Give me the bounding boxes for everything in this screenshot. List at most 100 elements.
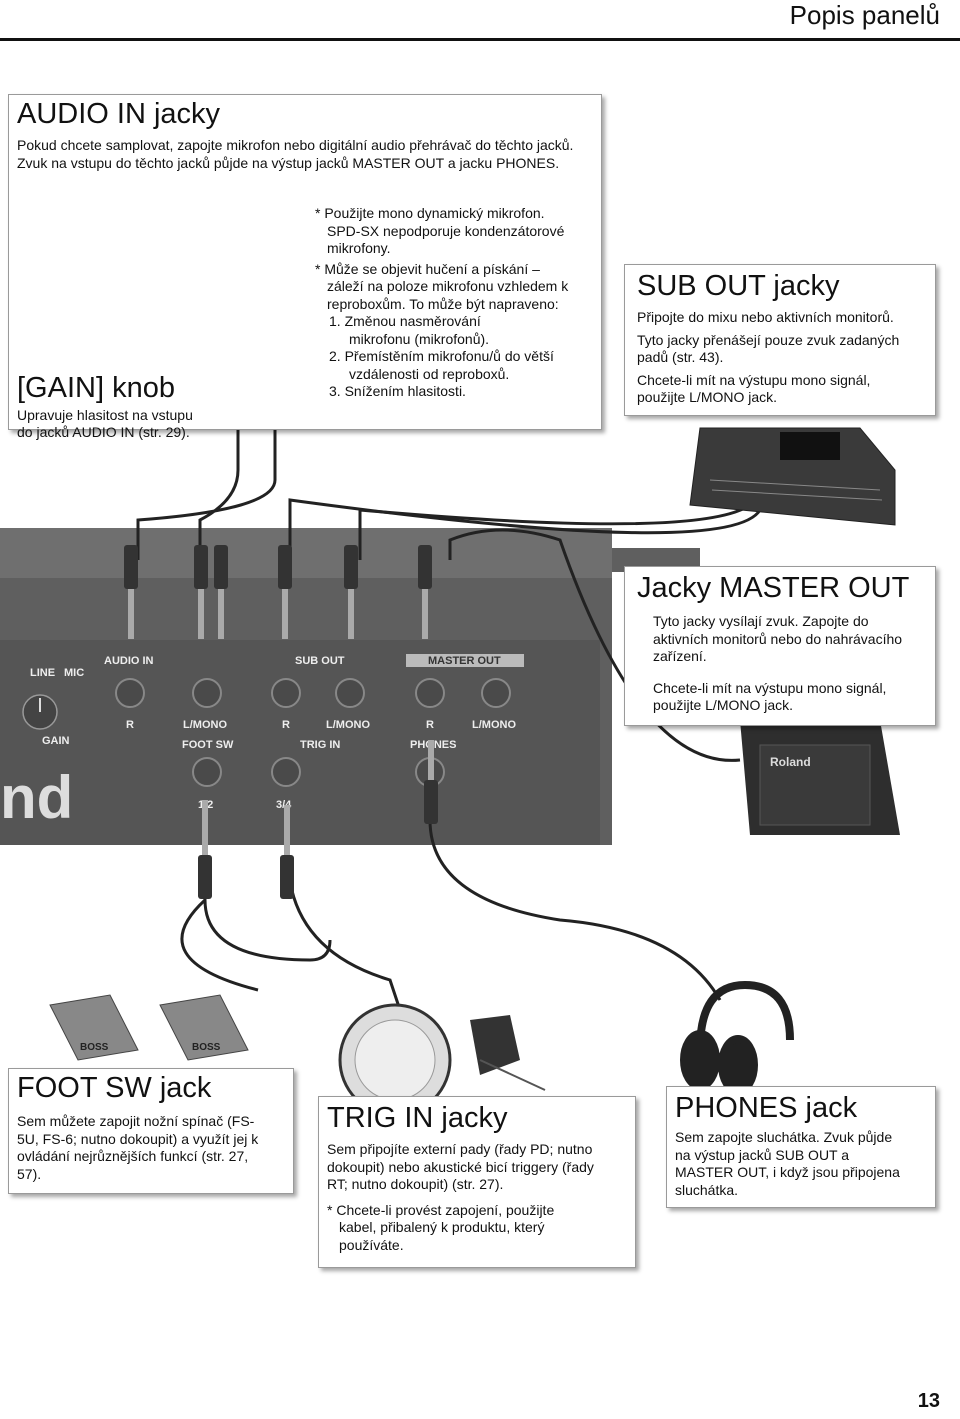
- master-out-r-jack: [415, 678, 445, 708]
- gain-line: do jacků AUDIO IN (str. 29).: [17, 424, 190, 440]
- note-line: * Může se objevit hučení a pískání –: [315, 260, 540, 277]
- phones-line: na výstup jacků SUB OUT a: [675, 1146, 850, 1163]
- sub-out-title: SUB OUT jacky: [637, 270, 840, 302]
- master-out-line: použijte L/MONO jack.: [653, 697, 794, 713]
- trig-in-panel: TRIG IN jacky Sem připojíte externí pady…: [318, 1096, 636, 1268]
- fix-line: 1. Změnou nasměrování: [329, 313, 481, 329]
- label-gain: GAIN: [42, 735, 70, 747]
- cable-trig: [286, 859, 402, 1011]
- label-lmono3: L/MONO: [472, 719, 516, 731]
- audio-in-panel: AUDIO IN jacky Pokud chcete samplovat, z…: [8, 94, 602, 440]
- sub-out-line: Chcete-li mít na výstupu mono signál,: [637, 371, 871, 388]
- master-out-line: Chcete-li mít na výstupu mono signál,: [653, 679, 887, 696]
- sub-out-line: použijte L/MONO jack.: [637, 389, 778, 405]
- master-out-body: Tyto jacky vysílají zvuk. Zapojte do akt…: [653, 613, 933, 715]
- cable-phones: [428, 819, 722, 1001]
- foot-sw-panel: FOOT SW jack Sem můžete zapojit nožní sp…: [8, 1068, 294, 1194]
- label-mic: MIC: [64, 667, 84, 679]
- master-out-lmono-jack: [481, 678, 511, 708]
- audio-in-title: AUDIO IN jacky: [17, 98, 221, 130]
- note-line: mikrofony.: [327, 240, 391, 256]
- foot-sw-line: Sem můžete zapojit nožní spínač (FS-: [17, 1113, 255, 1129]
- gain-title: [GAIN] knob: [17, 372, 175, 404]
- audio-in-lmono-jack: [192, 678, 222, 708]
- audio-in-description: Pokud chcete samplovat, zapojte mikrofon…: [17, 137, 574, 171]
- note-line: reproboxům. To může být napraveno:: [327, 295, 559, 312]
- phones-line: MASTER OUT, i když jsou připojena: [675, 1164, 900, 1180]
- trig-in-line: Sem připojíte externí pady (řady PD; nut…: [327, 1141, 593, 1157]
- audio-in-r-jack: [115, 678, 145, 708]
- page-header-title: Popis panelů: [789, 0, 940, 30]
- header-rule: [0, 38, 960, 41]
- master-out-line: Tyto jacky vysílají zvuk. Zapojte do: [653, 613, 869, 629]
- phones-panel: PHONES jack Sem zapojte sluchátka. Zvuk …: [666, 1086, 936, 1208]
- cable-mic: [136, 318, 277, 560]
- phones-title: PHONES jack: [675, 1092, 858, 1124]
- foot-sw-jack: [192, 757, 222, 787]
- trig-in-line: používáte.: [339, 1236, 404, 1253]
- digital-mixer-device: [689, 427, 896, 526]
- foot-sw-line: 57).: [17, 1165, 42, 1182]
- master-out-line: zařízení.: [653, 648, 707, 664]
- sub-out-body: Připojte do mixu nebo aktivních monitorů…: [637, 309, 933, 407]
- spd-sx-rear-panel: nd LINE MIC GAIN AUDIO IN SUB OUT MASTER…: [0, 528, 700, 845]
- trig-in-line: kabel, přibalený k produktu, který: [339, 1219, 545, 1235]
- fix-line: vzdálenosti od reproboxů.: [349, 365, 510, 382]
- sub-out-line: padů (str. 43).: [637, 349, 724, 365]
- master-out-label-bg: [406, 654, 524, 667]
- label-line: LINE: [30, 667, 55, 679]
- label-master-out: MASTER OUT: [428, 655, 501, 667]
- label-foot-sw: FOOT SW: [182, 739, 234, 751]
- note-line: * Použijte mono dynamický mikrofon.: [315, 205, 545, 221]
- page-number: 13: [917, 1390, 940, 1412]
- sub-out-line: Tyto jacky přenášejí pouze zvuk zadaných: [637, 331, 900, 348]
- phones-body: Sem zapojte sluchátka. Zvuk půjde na výs…: [675, 1129, 933, 1199]
- phones-line: Sem zapojte sluchátka. Zvuk půjde: [675, 1129, 893, 1145]
- gain-line: Upravuje hlasitost na vstupu: [17, 407, 193, 423]
- phones-line: sluchátka.: [675, 1181, 739, 1198]
- master-out-line: aktivních monitorů nebo do nahrávacího: [653, 630, 903, 647]
- foot-sw-title: FOOT SW jack: [17, 1072, 212, 1104]
- note-line: SPD-SX nepodporuje kondenzátorové: [327, 222, 565, 239]
- label-sub-out: SUB OUT: [295, 655, 345, 667]
- foot-sw-body: Sem můžete zapojit nožní spínač (FS- 5U,…: [17, 1113, 291, 1183]
- label-lmono1: L/MONO: [183, 719, 227, 731]
- note-line: záleží na poloze mikrofonu vzhledem k: [327, 278, 569, 294]
- label-lmono2: L/MONO: [326, 719, 370, 731]
- trig-in-body: Sem připojíte externí pady (řady PD; nut…: [327, 1141, 633, 1254]
- pedal-label-2: BOSS: [192, 1042, 221, 1053]
- foot-sw-line: 5U, FS-6; nutno dokoupit) a využít jej k: [17, 1130, 259, 1147]
- cable-mixer-2: [288, 498, 762, 560]
- device-brand: nd: [0, 764, 73, 831]
- monitor-brand: Roland: [770, 755, 811, 769]
- trig-in-line: * Chcete-li provést zapojení, použijte: [327, 1201, 555, 1218]
- foot-switch-pedals: BOSS BOSS: [49, 994, 249, 1061]
- audio-in-notes: * Použijte mono dynamický mikrofon. SPD-…: [315, 205, 601, 401]
- sub-out-r-jack: [271, 678, 301, 708]
- sub-out-lmono-jack: [335, 678, 365, 708]
- trig-in-title: TRIG IN jacky: [327, 1102, 508, 1134]
- pedal-label-1: BOSS: [80, 1042, 109, 1053]
- trig-in-line: dokoupit) nebo akustické bicí triggery (…: [327, 1158, 594, 1175]
- label-audio-in: AUDIO IN: [104, 655, 154, 667]
- fix-line: 2. Přemístěním mikrofonu/ů do větší: [329, 348, 554, 364]
- label-r1: R: [126, 719, 134, 731]
- headphones-device: [680, 980, 794, 1095]
- trig-in-jack: [271, 757, 301, 787]
- label-r3: R: [426, 719, 434, 731]
- sub-out-panel: SUB OUT jacky Připojte do mixu nebo akti…: [624, 264, 936, 416]
- cable-footsw-b: [180, 898, 259, 992]
- trigger-pad-devices: [338, 1003, 546, 1117]
- label-r2: R: [282, 719, 290, 731]
- fix-line: 3. Snížením hlasitosti.: [329, 383, 466, 399]
- cable-footsw-a: [203, 840, 332, 962]
- monitor-speaker-device: Roland: [740, 720, 900, 835]
- sub-out-line: Připojte do mixu nebo aktivních monitorů…: [637, 309, 894, 325]
- master-out-panel: Jacky MASTER OUT Tyto jacky vysílají zvu…: [624, 566, 936, 726]
- trig-in-line: RT; nutno dokoupit) (str. 27).: [327, 1176, 504, 1192]
- master-out-title: Jacky MASTER OUT: [637, 572, 910, 604]
- foot-sw-line: ovládání nejrůznějších funkcí (str. 27,: [17, 1148, 249, 1164]
- fix-line: mikrofonu (mikrofonů).: [349, 330, 490, 347]
